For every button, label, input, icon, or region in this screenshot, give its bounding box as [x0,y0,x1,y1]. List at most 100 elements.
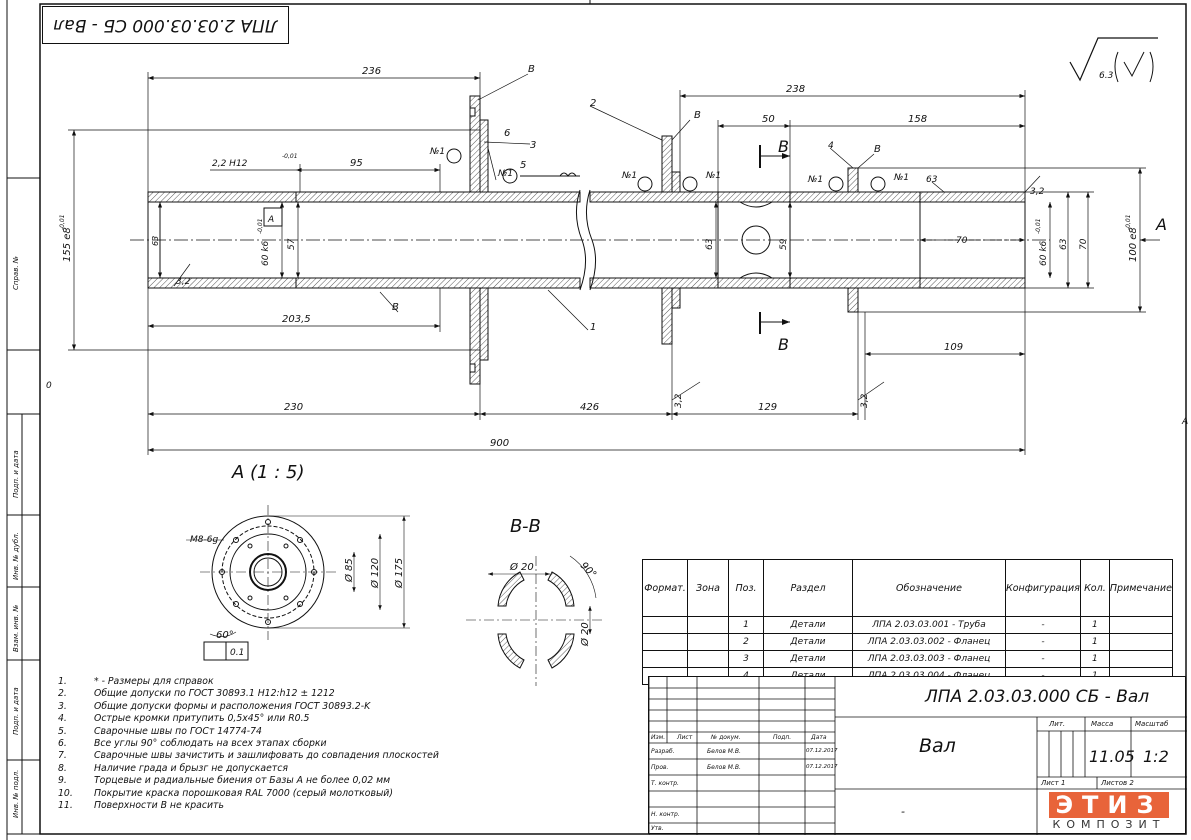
datum-a-text: A [267,215,274,225]
section-b-markers [759,145,790,334]
dim-426: 426 [580,402,599,413]
dim-3-2-a: 3,2 [674,393,684,408]
dim-60k6-right: 60 k6 [1039,240,1049,266]
weld-n1-a: №1 [429,147,445,157]
dim-70-h: 70 [956,236,968,246]
title-block-grid [649,677,1187,835]
dim-70-v: 70 [1079,238,1089,250]
dim-95: 95 [350,158,363,169]
tb-mass-label: Масса [1091,720,1114,728]
specification-table: Формат. Зона Поз. Раздел Обозначение Кон… [642,559,1173,685]
callout-3: 3 [530,140,536,151]
datum-a-right: A [1155,215,1167,234]
weld-symbols [446,148,886,192]
tb-prov-name: Белов М.В. [707,764,741,771]
dim-100: 100 e8 [1128,227,1139,262]
tb-scale: 1:2 [1143,747,1169,766]
weld-n1-b: №1 [497,169,513,179]
tb-razrab-name: Белов М.В. [707,748,741,755]
surface-finish-value: 6.3 [1099,71,1114,81]
tb-razrab: Разраб. [651,748,675,755]
tb-dash: - [901,805,905,818]
dim-tol-2: -0,01 [59,214,66,230]
tb-nkontr: Н. контр. [651,811,680,818]
callout-1: 1 [590,322,596,333]
tb-h-list: Лист [677,734,693,741]
tb-utv: Утв. [651,825,664,832]
view-a-label: A (1 : 5) [231,462,305,483]
dim-bb-d20-h: Ø 20 [509,561,534,573]
dim-63-left: 63 [151,236,160,246]
rotated-title-stamp: ЛПА 2.03.03.000 СБ - Вал [42,6,289,44]
weld-n1-f: №1 [893,173,909,183]
logo-main-text: ЭТИЗ [1049,792,1169,818]
weld-n1-e: №1 [807,175,823,185]
flange-3 [469,95,489,385]
dimension-lines [68,72,1160,455]
dim-63-right: 63 [1059,238,1069,250]
dim-203: 203,5 [282,314,311,325]
tb-razrab-date: 07.12.2017 [806,748,838,754]
dim-bb-90: 90° [578,560,598,580]
datum-a-box [263,207,283,227]
note-row: 7.Сварочные швы зачистить и зашлифовать … [58,750,439,762]
tb-sheet: Лист 1 [1041,779,1066,787]
note-row: 2.Общие допуски по ГОСТ 30893.1 H12:h12 … [58,688,335,700]
spec-header-row: Формат. Зона Поз. Раздел Обозначение Кон… [642,559,1173,617]
tb-tkontr: Т. контр. [651,780,679,787]
note-row: 1.* - Размеры для справок [58,676,214,687]
dim-tol-5: -0,01 [1035,218,1042,234]
dim-59: 59 [779,238,789,250]
dim-01: 0.1 [230,648,244,658]
callout-b-1: B [528,64,535,75]
dim-230: 230 [284,402,303,413]
callout-b-3: B [874,144,881,155]
section-b-top: B [778,137,789,156]
tb-sheets: Листов 2 [1101,779,1134,787]
dim-5: 5 [520,160,526,171]
technical-notes: 1.* - Размеры для справок 2.Общие допуск… [58,676,439,812]
dim-60deg: 60° [216,630,234,641]
flange-2 [661,135,681,345]
section-bb-label: B-B [510,516,541,537]
tb-h-doc: № докум. [711,734,741,741]
logo-sub-text: КОМПОЗИТ [1052,818,1166,831]
tb-prov-date: 07.12.2017 [806,764,838,770]
zero-mark: 0 [46,381,52,391]
dim-900: 900 [490,438,509,449]
dim-tol-1: -0,01 [282,153,298,160]
dim-63-mid: 63 [705,238,715,250]
weld-n1-d: №1 [705,171,721,181]
dim-3-2-b: 3,2 [860,393,870,408]
callout-b-4: B [392,302,399,313]
dim-m8: M8-6g [190,535,218,545]
view-a-flange [186,505,410,640]
dim-bb-d20-v: Ø 20 [579,622,591,647]
tb-h-izm: Изм. [651,734,666,741]
tb-code: ЛПА 2.03.03.000 СБ - Вал [925,687,1150,707]
dim-129: 129 [758,402,777,413]
dim-2-2: 2,2 H12 [212,159,248,169]
callout-2: 2 [590,98,596,109]
callout-b-2: B [694,110,701,121]
shaft-body [130,189,1050,291]
dim-d175: Ø 175 [393,558,405,589]
tb-name: Вал [919,735,956,757]
note-row: 10.Покрытие краска порошковая RAL 7000 (… [58,787,393,799]
dim-3-2-left: 3,2 [176,277,191,287]
dim-3-2-right: 3,2 [1030,187,1045,197]
dim-238: 238 [786,84,805,95]
section-bb-view [466,555,604,686]
dim-158: 158 [908,114,927,125]
dim-tol-4: -0,01 [257,218,264,234]
dim-109: 109 [944,342,963,353]
note-row: 11.Поверхности B не красить [58,800,224,812]
dim-236: 236 [362,66,381,77]
dim-50: 50 [762,114,775,125]
note-row: 3.Общие допуски формы и расположения ГОС… [58,700,371,712]
